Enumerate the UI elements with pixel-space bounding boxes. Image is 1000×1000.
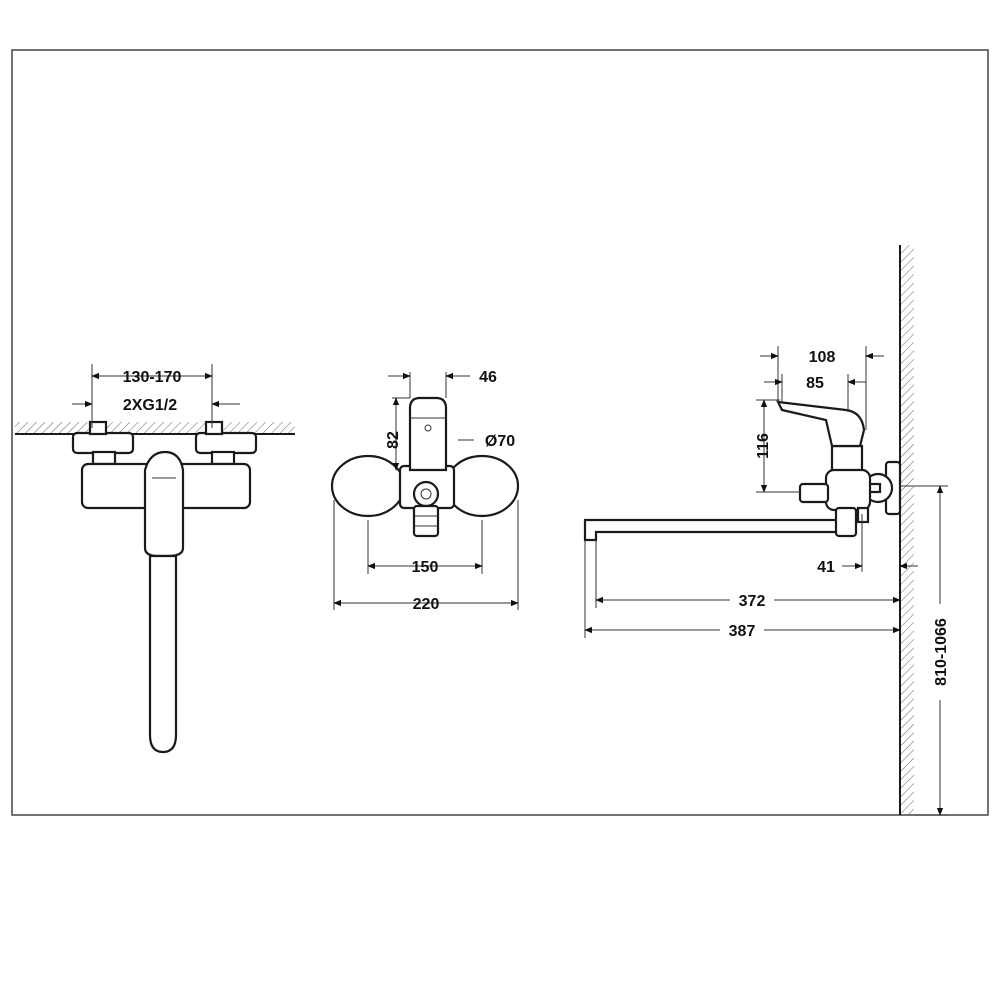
left-eccentric-nut (91, 450, 117, 466)
side-outlet-ring (412, 480, 440, 508)
dim-handle-depth: 46 (479, 369, 497, 386)
profile-spout-collar (834, 506, 858, 538)
dim-overall-width: 220 (413, 596, 440, 613)
wall-hatch-top (15, 422, 295, 434)
profile-knob (798, 482, 830, 504)
front-view: 130-170 2XG1/2 (15, 364, 295, 754)
dim-mount-height: 810-1066 (933, 618, 950, 686)
dim-thread: 2XG1/2 (123, 397, 177, 414)
dim-body-length: 108 (809, 349, 836, 366)
right-eccentric-nut (210, 450, 236, 466)
dim-inlet-centers: 150 (412, 559, 439, 576)
dim-handle-height: 82 (385, 431, 402, 449)
left-eccentric-flange (71, 431, 135, 455)
profile-view: 108 85 116 41 372 387 810-1066 (583, 245, 952, 816)
dim-spout-total: 387 (729, 623, 756, 640)
profile-body-collar (824, 468, 872, 512)
dim-body-height: 116 (755, 433, 772, 459)
dim-wall-offset: 41 (817, 559, 835, 576)
side-handle (408, 396, 448, 472)
dim-spout-reach: 372 (739, 593, 766, 610)
side-outlet-nozzle (412, 504, 440, 538)
spout-front (148, 554, 178, 754)
profile-spout (583, 518, 850, 542)
left-eccentric-stem (88, 420, 108, 436)
right-cap (444, 454, 520, 518)
right-eccentric-flange (194, 431, 258, 455)
side-view: 46 82 Ø70 150 220 (330, 369, 520, 613)
drawing-frame (11, 49, 989, 816)
left-cap (330, 454, 406, 518)
right-eccentric-stem (204, 420, 224, 436)
dim-handle-length: 85 (806, 375, 824, 392)
profile-lever (776, 400, 866, 448)
wall-hatch-right (900, 245, 914, 815)
lever-handle-front (143, 450, 185, 558)
dim-inlet-spacing: 130-170 (123, 369, 182, 386)
dim-cap-diameter: Ø70 (485, 433, 515, 450)
